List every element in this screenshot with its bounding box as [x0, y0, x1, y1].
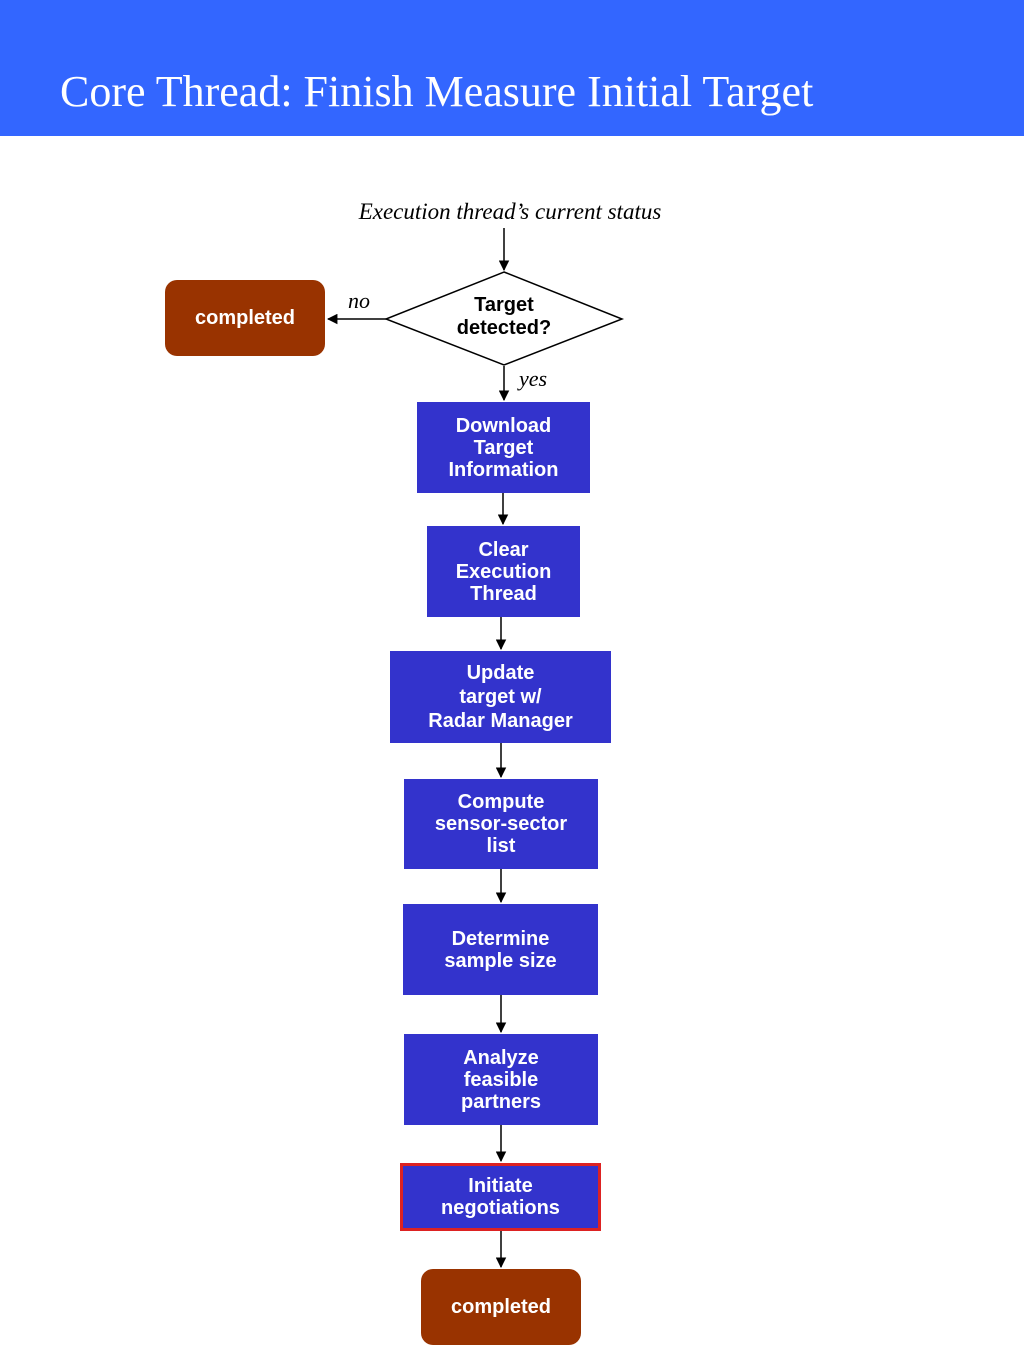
branch-yes-label: yes: [519, 366, 548, 391]
step-label: Determine sample size: [444, 927, 557, 972]
step-initiate-negotiations: Initiate negotiations: [400, 1163, 601, 1231]
step-analyze-feasible-partners: Analyze feasible partners: [404, 1034, 598, 1125]
slide-title: Core Thread: Finish Measure Initial Targ…: [60, 67, 814, 116]
step-download-target-information: Download Target Information: [417, 402, 590, 493]
completed-terminal-end: completed: [421, 1269, 581, 1345]
step-clear-execution-thread: Clear Execution Thread: [427, 526, 580, 617]
decision-diamond: [383, 271, 625, 366]
step-label: Download Target Information: [448, 414, 559, 481]
start-label: Execution thread’s current status: [358, 199, 662, 224]
decision-label: Target detected?: [456, 294, 552, 339]
step-determine-sample-size: Determine sample size: [403, 904, 598, 995]
step-update-target-radar-manager: Update target w/ Radar Manager: [390, 651, 611, 743]
header-bar: [0, 0, 1024, 136]
terminal-label: completed: [450, 1295, 552, 1318]
completed-terminal-no: completed: [165, 280, 325, 356]
step-label: Analyze feasible partners: [460, 1046, 542, 1113]
terminal-label: completed: [194, 306, 296, 329]
branch-no-label: no: [348, 288, 370, 313]
step-compute-sensor-sector-list: Compute sensor-sector list: [404, 779, 598, 869]
step-label: Initiate negotiations: [441, 1175, 560, 1219]
step-label: Update target w/ Radar Manager: [428, 662, 573, 732]
step-label: Clear Execution Thread: [455, 538, 552, 605]
step-label: Compute sensor-sector list: [434, 791, 568, 857]
